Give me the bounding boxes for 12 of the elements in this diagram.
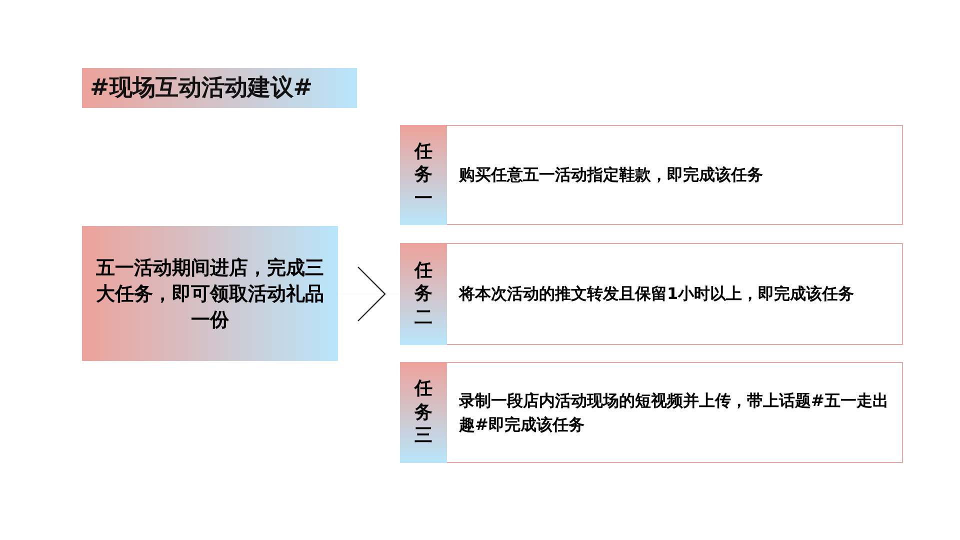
task-text: 将本次活动的推文转发且保留1小时以上，即完成该任务: [459, 283, 856, 305]
task-box: [400, 243, 903, 345]
task-text: 录制一段店内活动现场的短视频并上传，带上话题#五一走出趣#即完成该任务: [459, 390, 890, 436]
task-number: 任务一: [414, 140, 432, 210]
title-banner: #现场互动活动建议#: [82, 68, 357, 108]
task-box: [400, 362, 903, 463]
task-number: 任务三: [414, 377, 432, 448]
info-box: [82, 226, 338, 361]
task-number: 任务二: [414, 258, 432, 330]
body-text: 五一活动期间进店，完成三大任务，即可领取活动礼品一份: [95, 256, 325, 332]
task-text: 购买任意五一活动指定鞋款，即完成该任务: [459, 164, 764, 186]
task-box: [400, 125, 903, 225]
